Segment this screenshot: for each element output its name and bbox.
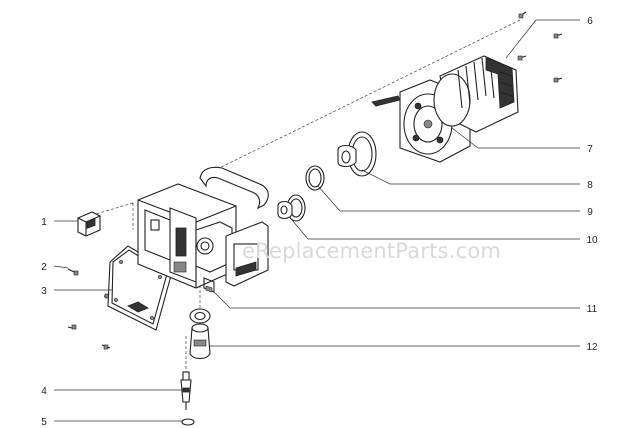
part-screws-left	[67, 268, 111, 350]
callout-10: 10	[586, 235, 598, 246]
part-ring-gasket	[305, 165, 325, 191]
part-o-ring-small	[181, 418, 195, 426]
callout-7: 7	[587, 144, 593, 155]
callout-6: 6	[587, 16, 593, 27]
watermark-text: eReplacementParts.com	[242, 239, 501, 263]
part-drive-gear	[337, 131, 377, 177]
part-main-housing	[137, 166, 269, 293]
part-switch	[77, 211, 101, 237]
callout-2: 2	[41, 262, 47, 273]
callout-9: 9	[587, 207, 593, 218]
callout-labels: 1 2 3 4 5 6 7 8 9 10 11 12	[41, 16, 598, 428]
callout-8: 8	[587, 180, 593, 191]
part-filter-housing	[189, 308, 211, 360]
part-motor-body	[433, 55, 519, 133]
part-pinion-gear	[277, 194, 306, 222]
callout-leader-lines	[53, 19, 580, 422]
callout-5: 5	[41, 417, 47, 428]
callout-3: 3	[41, 286, 47, 297]
callout-4: 4	[41, 386, 47, 397]
callout-1: 1	[41, 217, 47, 228]
callout-11: 11	[587, 304, 598, 315]
callout-12: 12	[586, 342, 598, 353]
part-valve-stem	[180, 371, 192, 410]
part-screws-top-right	[517, 11, 563, 83]
